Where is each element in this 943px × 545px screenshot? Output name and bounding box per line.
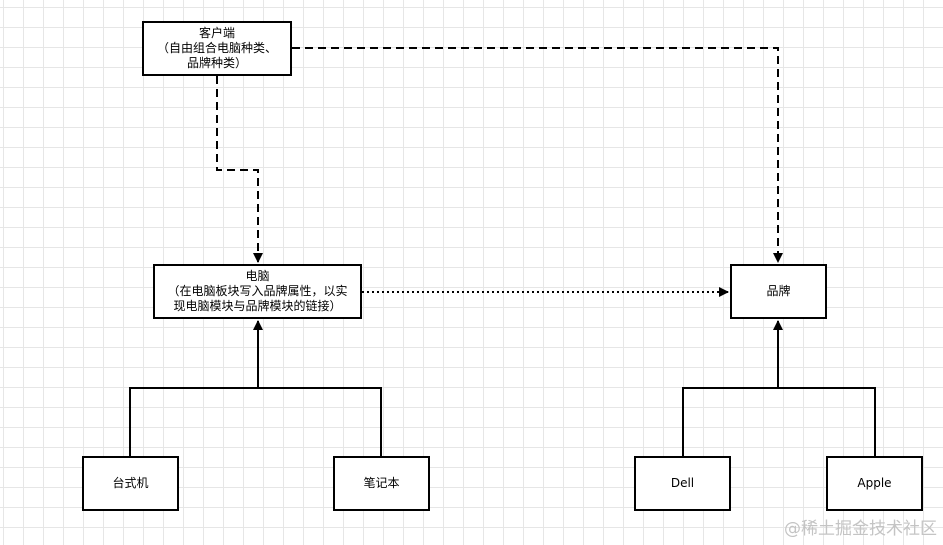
- node-client-title: 客户端: [198, 26, 235, 40]
- node-dell-label: Dell: [670, 476, 695, 490]
- watermark: @稀土掘金技术社区: [784, 519, 937, 539]
- node-brand[interactable]: 品牌: [730, 264, 827, 319]
- node-desktop[interactable]: 台式机: [82, 456, 179, 511]
- node-laptop-label: 笔记本: [363, 476, 400, 490]
- node-computer-desc-line2: 现电脑模块与品牌模块的链接）: [173, 299, 342, 313]
- node-apple-label: Apple: [857, 476, 892, 490]
- node-client[interactable]: 客户端 （自由组合电脑种类、 品牌种类）: [142, 21, 292, 76]
- connector-client-to-brand: [292, 47, 783, 263]
- node-laptop[interactable]: 笔记本: [333, 456, 430, 511]
- node-computer-desc-line1: （在电脑板块写入品牌属性，以实: [167, 284, 348, 298]
- node-client-desc-line2: 品牌种类）: [186, 56, 247, 70]
- connector-dell-to-brand: [682, 387, 778, 456]
- connector-client-to-computer: [216, 76, 263, 263]
- connector-laptop-to-computer: [258, 387, 382, 456]
- node-computer-title: 电脑: [245, 269, 270, 283]
- connector-apple-to-brand: [778, 387, 876, 456]
- node-dell[interactable]: Dell: [634, 456, 731, 511]
- node-brand-label: 品牌: [766, 284, 791, 298]
- node-computer[interactable]: 电脑 （在电脑板块写入品牌属性，以实 现电脑模块与品牌模块的链接）: [153, 264, 362, 319]
- node-apple[interactable]: Apple: [826, 456, 923, 511]
- connector-desktop-to-computer: [129, 387, 258, 456]
- node-client-desc-line1: （自由组合电脑种类、: [156, 41, 277, 55]
- node-desktop-label: 台式机: [112, 476, 149, 490]
